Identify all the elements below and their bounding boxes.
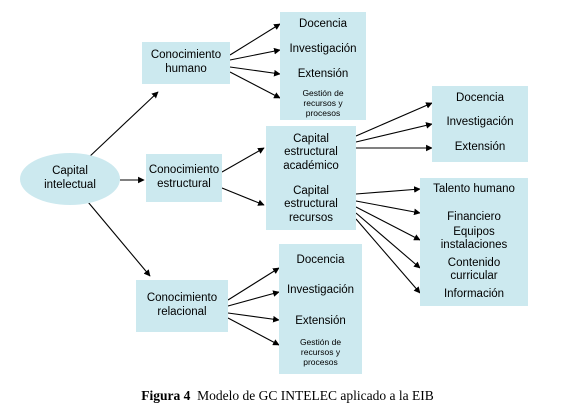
academic-item-extension: Extensión — [454, 141, 506, 153]
relational-item-docencia: Docencia — [296, 254, 345, 266]
human-items-panel: Docencia Investigación Extensión Gestión… — [280, 12, 366, 120]
capital-estructural-academico-label: Capital estructural académico — [283, 132, 339, 172]
resources-items-panel: Talento humano Financiero Equipos instal… — [420, 178, 528, 306]
resources-item-equipos: Equipos instalaciones — [440, 226, 508, 252]
resources-item-informacion: Información — [443, 288, 505, 300]
conocimiento-humano-node: Conocimiento humano — [142, 42, 230, 84]
conocimiento-estructural-node: Conocimiento estructural — [146, 154, 222, 202]
academic-item-investigacion: Investigación — [446, 116, 514, 128]
conocimiento-relacional-label: Conocimiento relacional — [146, 292, 218, 318]
resources-item-contenido: Contenido curricular — [447, 257, 501, 283]
conocimiento-humano-label: Conocimiento humano — [150, 49, 222, 75]
human-item-docencia: Docencia — [299, 18, 347, 30]
conocimiento-estructural-label: Conocimiento estructural — [148, 164, 220, 190]
capital-intelectual-label: Capital intelectual — [44, 165, 96, 191]
relational-item-investigacion: Investigación — [286, 284, 355, 296]
resources-item-financiero: Financiero — [447, 211, 501, 223]
capital-estructural-academico-node: Capital estructural académico — [266, 126, 356, 180]
capital-intelectual-node: Capital intelectual — [20, 153, 120, 205]
capital-estructural-recursos-label: Capital estructural recursos — [284, 184, 338, 224]
resources-item-talento-humano: Talento humano — [433, 183, 515, 195]
academic-items-panel: Docencia Investigación Extensión — [432, 86, 528, 162]
relational-item-gestion: Gestión de recursos y procesos — [299, 337, 342, 367]
relational-items-panel: Docencia Investigación Extensión Gestión… — [279, 244, 362, 374]
human-item-gestion: Gestión de recursos y procesos — [302, 88, 344, 118]
figure-caption: Figura 4 Modelo de GC INTELEC aplicado a… — [0, 388, 575, 404]
capital-estructural-recursos-node: Capital estructural recursos — [266, 180, 356, 230]
figure-caption-label: Figura 4 — [141, 388, 191, 403]
relational-item-extension: Extensión — [295, 315, 346, 327]
academic-item-docencia: Docencia — [456, 92, 504, 104]
figure-caption-text: Modelo de GC INTELEC aplicado a la EIB — [197, 388, 434, 403]
human-item-investigacion: Investigación — [289, 43, 357, 55]
conocimiento-relacional-node: Conocimiento relacional — [136, 280, 228, 332]
human-item-extension: Extensión — [297, 68, 349, 80]
